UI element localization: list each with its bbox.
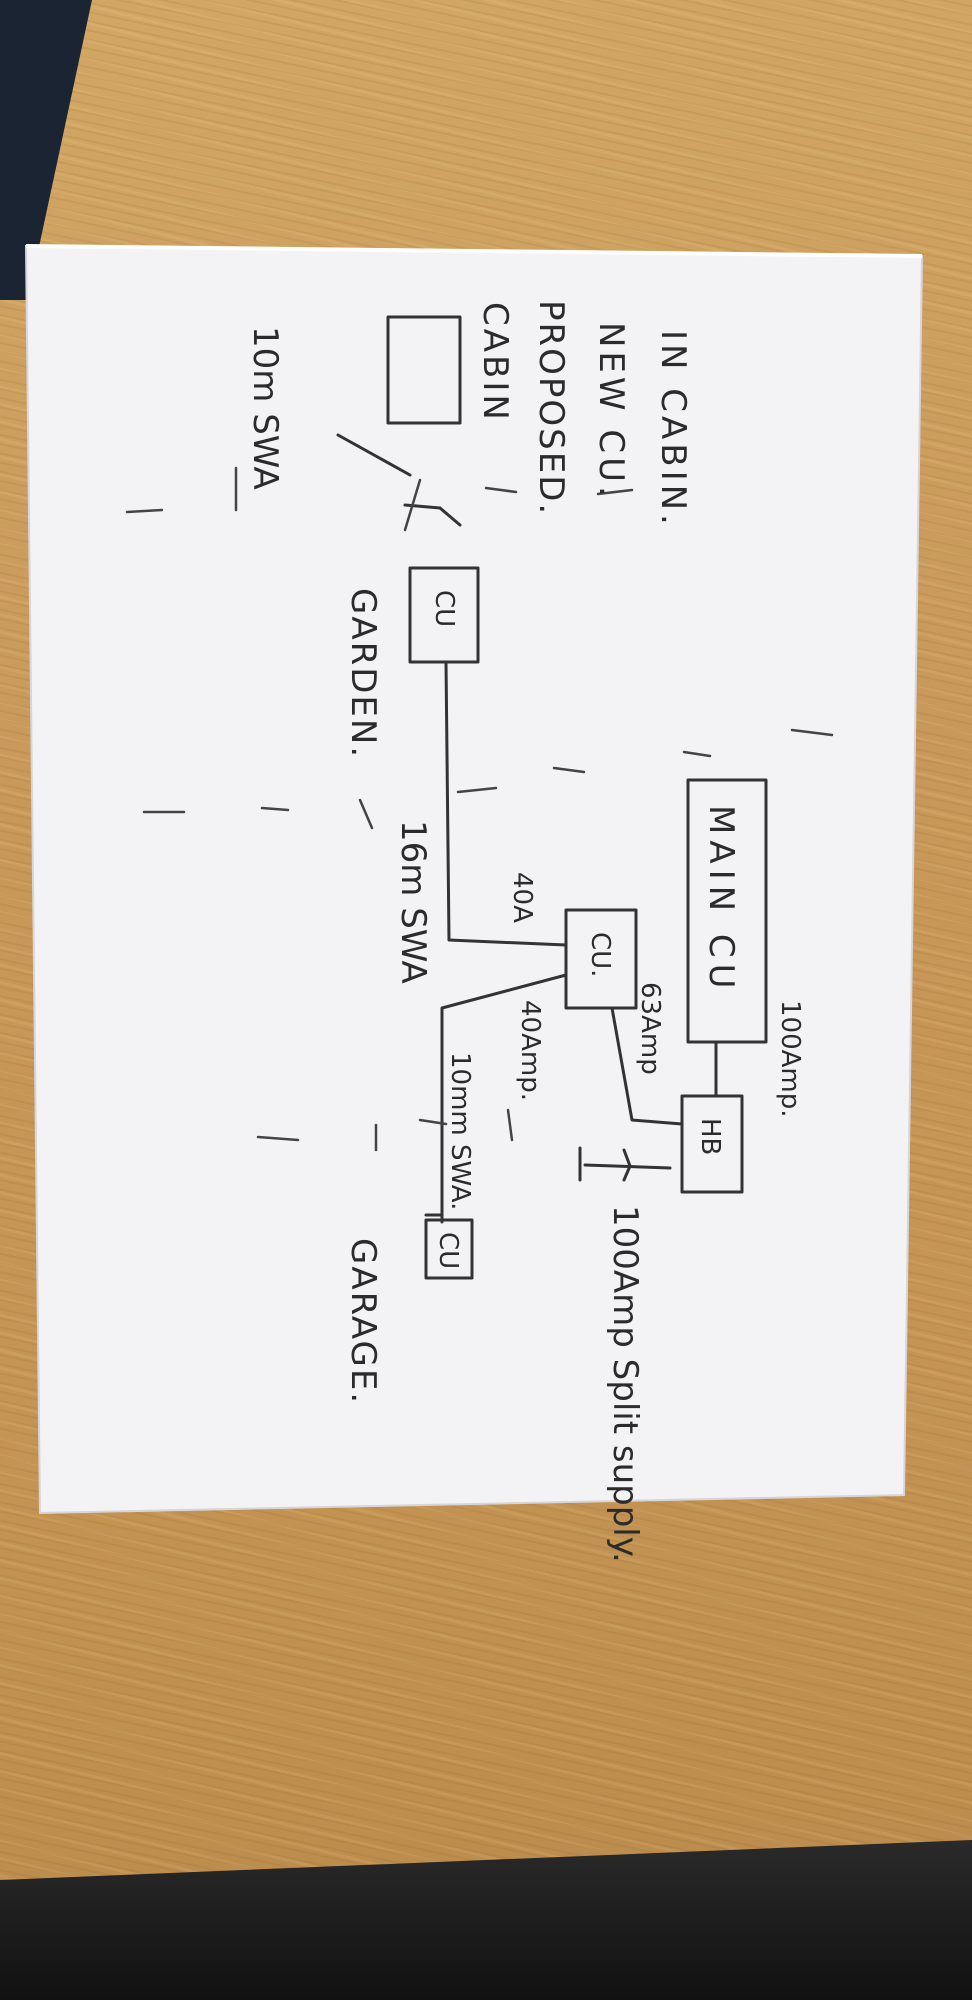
tick-mark: [125, 508, 164, 514]
supply-label: 100Amp Split supply.: [605, 1205, 645, 1563]
tick-mark: [596, 488, 634, 496]
garden-label: GARDEN.: [343, 588, 383, 759]
supply-arrow-line: [583, 1163, 672, 1170]
supply-arrowhead: [622, 1148, 632, 1182]
garage-cable-label: 10mm SWA.: [445, 1052, 475, 1210]
garage-label: GARAGE.: [343, 1238, 383, 1405]
cabin-cable-label: 10m SWA: [245, 326, 285, 490]
rating-100a-label: 100Amp.: [775, 1000, 805, 1118]
garden-cable-line: [444, 660, 568, 947]
tick-mark: [418, 1118, 448, 1126]
rating-40a-label: 40A: [507, 872, 537, 923]
tick-mark: [682, 750, 712, 758]
garage-cu-label: CU: [433, 1232, 463, 1269]
middle-cu-label: CU.: [585, 932, 615, 977]
title-line-2: NEW CU.: [591, 322, 631, 501]
main-cu-box: [686, 778, 768, 1044]
cabin-label: CABIN: [475, 302, 515, 423]
title-line-1: PROPOSED.: [531, 300, 571, 516]
tick-mark: [790, 728, 834, 737]
middle-to-hb-line: [610, 1006, 684, 1126]
cabin-dash-2: [438, 506, 462, 527]
cabin-cu-box: [408, 566, 480, 664]
tick-mark: [484, 486, 518, 494]
main-cu-label: MAIN CU: [701, 805, 741, 995]
head-box: [680, 1094, 744, 1194]
rating-40amp-label: 40Amp.: [515, 1000, 545, 1101]
cabin-box: [386, 315, 462, 425]
tick-mark: [552, 766, 586, 774]
tick-mark: [256, 1135, 300, 1142]
tick-mark: [456, 786, 498, 794]
tick-mark: [403, 478, 422, 532]
title-line-3: IN CABIN.: [653, 330, 693, 529]
cabin-cu-label: CU: [429, 590, 459, 627]
cabin-dash: [403, 503, 442, 510]
tick-mark: [506, 1108, 514, 1142]
paper-card: [24, 244, 924, 1515]
tick-mark: [358, 798, 374, 830]
paper-edge: [25, 244, 923, 258]
head-box-label: HB: [695, 1118, 725, 1155]
rating-63a-label: 63Amp: [635, 982, 665, 1075]
cabin-switch: [336, 433, 412, 477]
garage-cable-line: [424, 973, 568, 1217]
middle-cu-box: [564, 908, 638, 1010]
garage-cu-box: [424, 1218, 474, 1280]
garden-cable-label: 16m SWA: [393, 820, 433, 984]
tick-mark: [260, 806, 290, 812]
